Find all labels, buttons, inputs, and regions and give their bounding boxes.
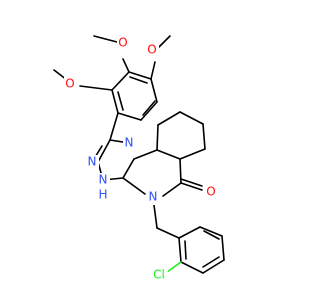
nitrogen-label: N xyxy=(149,190,158,204)
molecule-canvas: O O O N N N H N O Cl xyxy=(53,35,225,283)
nitrogen-label: N xyxy=(125,136,134,150)
aryl-triazole-bond xyxy=(109,112,119,141)
atom-labels: O O O N N N H N O Cl xyxy=(64,35,218,283)
fused-ring-system xyxy=(122,111,206,197)
carbonyl-oxygen-label: O xyxy=(206,185,215,199)
nitrogen-label: N xyxy=(99,173,108,187)
chlorine-label: Cl xyxy=(153,268,165,282)
oxygen-label: O xyxy=(118,36,127,50)
nitrogen-label: N xyxy=(88,155,97,169)
trimethoxyphenyl-ring xyxy=(111,71,158,121)
methoxy-groups xyxy=(53,35,171,91)
molecule-structure-drawing: O O O N N N H N O Cl xyxy=(53,35,225,283)
oxygen-label: O xyxy=(65,77,74,91)
oxygen-label: O xyxy=(147,43,156,57)
chlorobenzyl-group xyxy=(153,204,225,274)
hydrogen-label: H xyxy=(98,188,107,202)
